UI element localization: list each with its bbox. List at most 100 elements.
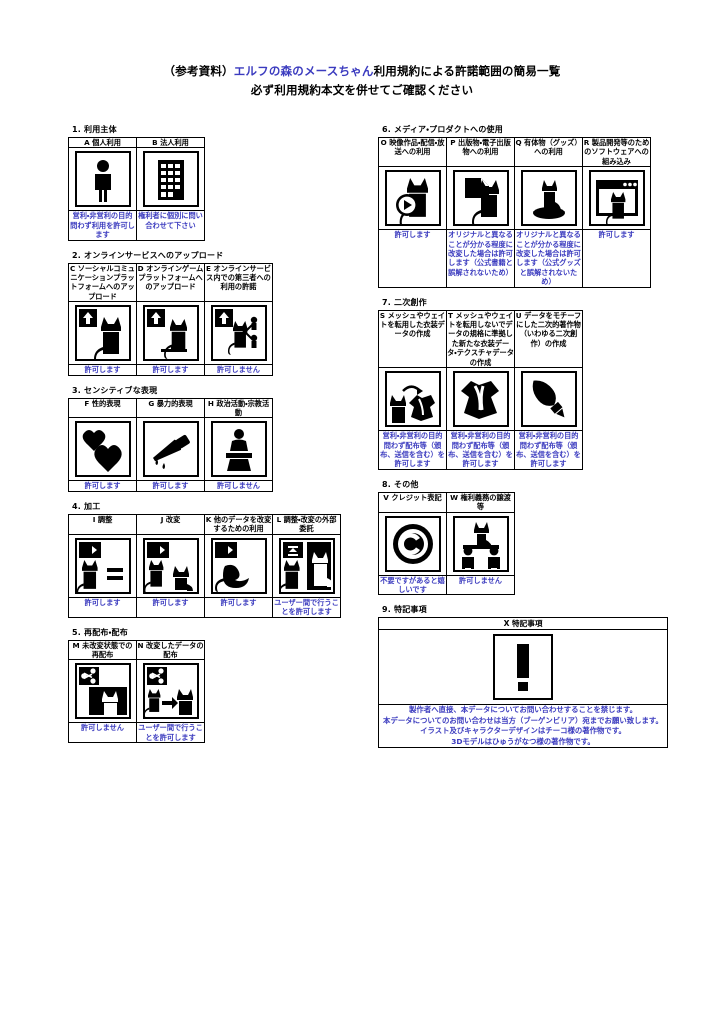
cell-caption-J: J 改変 — [136, 513, 205, 535]
cell-icon-J — [136, 533, 205, 598]
title-suffix: 利用規約による許諾範囲の簡易一覧 — [373, 64, 561, 78]
hearts-icon — [74, 421, 131, 478]
cell-permission-H: 許可しません — [204, 480, 273, 492]
upload-share-cat-icon — [210, 305, 267, 362]
cell-caption-C: C ソーシャルコミュニケーションプラットフォームへのアップロード — [68, 262, 137, 303]
cell-caption-Q: Q 有体物（グッズ）への利用 — [514, 136, 583, 168]
section-2: 2. オンラインサービスへのアップロード C ソーシャルコミュニケーションプラット… — [68, 250, 358, 376]
permission-row: 許可します許可します許可しますユーザー間で行うことを許可します — [68, 596, 341, 618]
arrow-cat-equals-icon — [74, 537, 131, 594]
icon-row — [68, 533, 341, 598]
cell-icon-D — [136, 301, 205, 366]
cell-caption-A: A 個人利用 — [68, 136, 137, 149]
permission-row: 許可します許可します許可しません — [68, 364, 273, 376]
cell-icon-N — [136, 659, 205, 724]
upload-cat-icon — [74, 305, 131, 362]
cell-icon-O — [378, 166, 447, 231]
cell-permission-C: 許可します — [68, 364, 137, 376]
section-heading: 3. センシティブな表現 — [72, 385, 158, 395]
transfer-cat-icon — [452, 515, 509, 572]
cell-icon-L — [272, 533, 341, 598]
upload-monitor-cat-icon — [142, 305, 199, 362]
cell-permission-N: ユーザー間で行うことを許可します — [136, 722, 205, 744]
cell-permission-S: 営利・非営利の目的問わず配布等（頒布、送信を含む）を許可します — [378, 430, 447, 470]
cell-icon-R — [582, 166, 651, 231]
icon-row — [68, 659, 205, 724]
cell-permission-L: ユーザー間で行うことを許可します — [272, 596, 341, 618]
podium-speaker-icon — [210, 421, 267, 478]
cell-icon-S — [378, 367, 447, 432]
cell-caption-F: F 性的表現 — [68, 397, 137, 419]
cell-permission-U: 営利・非営利の目的問わず配布等（頒布、送信を含む）を許可します — [514, 430, 583, 470]
exclamation-icon — [493, 634, 553, 701]
cell-caption-W: W 権利義務の譲渡等 — [446, 491, 515, 513]
notes-header: X 特記事項 — [378, 617, 668, 631]
knife-icon — [142, 421, 199, 478]
icon-row — [378, 511, 515, 576]
title-line-2: 必ず利用規約本文を併せてご確認ください — [250, 83, 474, 97]
cell-icon-A — [68, 147, 137, 212]
building-icon — [142, 151, 199, 208]
section-heading: 6. メディア・プロダクトへの使用 — [382, 125, 503, 134]
notes-line: 本データについてのお問い合わせは当方（ブーゲンビリア）宛までお願い致します。 — [383, 715, 663, 725]
share-modified-cat-icon — [142, 663, 199, 720]
cell-icon-C — [68, 301, 137, 366]
figurine-cat-icon — [520, 170, 577, 227]
cell-permission-M: 許可しません — [68, 722, 137, 744]
cell-icon-B — [136, 147, 205, 212]
cell-caption-U: U データをモチーフにした二次的著作物（いわゆる二次創作）の作成 — [514, 309, 583, 369]
title-prefix: （参考資料） — [163, 64, 234, 78]
permission-row: 許可しませんユーザー間で行うことを許可します — [68, 722, 205, 744]
section-heading: 5. 再配布・配布 — [72, 627, 128, 637]
cell-caption-N: N 改変したデータの配布 — [136, 639, 205, 661]
cell-icon-P — [446, 166, 515, 231]
notes-line: 製作者へ直接、本データについてお問い合わせすることを禁じます。 — [409, 705, 637, 715]
notes-line: イラスト及びキャラクターデザインはチーコ様の著作物です。 — [420, 726, 626, 736]
section-heading: 9. 特記事項 — [382, 605, 427, 615]
cell-permission-D: 許可します — [136, 364, 205, 376]
cell-caption-H: H 政治活動・宗教活動 — [204, 397, 273, 419]
cell-caption-L: L 調整・改変の外部委託 — [272, 513, 341, 535]
play-cat-icon — [384, 170, 441, 227]
notes-icon-cell — [378, 629, 668, 706]
cell-permission-B: 権利者に個別に問い合わせて下さい — [136, 210, 205, 241]
icon-row — [378, 166, 651, 231]
cell-permission-A: 営利・非営利の目的問わず利用を許可します — [68, 210, 137, 241]
icon-row — [68, 417, 273, 482]
cell-permission-J: 許可します — [136, 596, 205, 618]
person-icon — [74, 151, 131, 208]
section-heading: 2. オンラインサービスへのアップロード — [72, 250, 224, 260]
document-cat-icon — [452, 170, 509, 227]
cell-permission-O: 許可します — [378, 229, 447, 288]
cell-permission-W: 許可しません — [446, 574, 515, 596]
section-heading: 1. 利用主体 — [72, 125, 117, 134]
permission-row: 許可しますオリジナルと異なることが分かる程度に改変した場合は許可します（公式書籍… — [378, 229, 651, 288]
cell-icon-H — [204, 417, 273, 482]
clothing-data-icon — [452, 371, 509, 428]
cell-caption-E: E オンラインサービス内での第三者への利用の許諾 — [204, 262, 273, 303]
permission-row: 不要ですがあると嬉しいです許可しません — [378, 574, 515, 596]
arrow-cat-outsource-icon — [278, 537, 335, 594]
cell-permission-G: 許可します — [136, 480, 205, 492]
cell-icon-I — [68, 533, 137, 598]
icon-row — [68, 147, 205, 212]
cell-icon-W — [446, 511, 515, 576]
section-heading: 8. その他 — [382, 479, 419, 489]
cell-icon-T — [446, 367, 515, 432]
cell-caption-S: S メッシュやウェイトを転用した衣装データの作成 — [378, 309, 447, 369]
